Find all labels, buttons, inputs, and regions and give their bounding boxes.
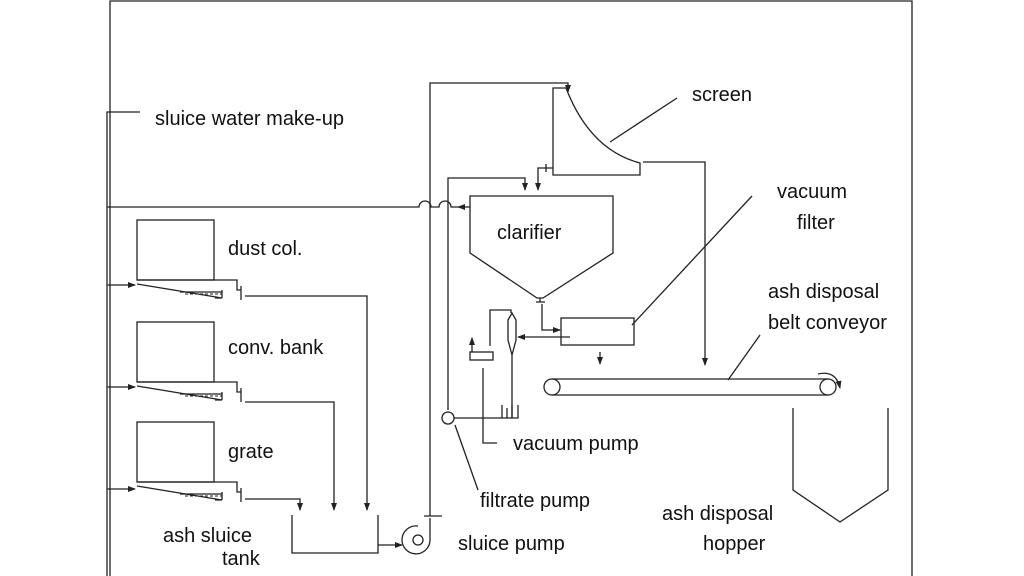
label-vacuum-filter-2: filter <box>797 212 835 234</box>
vacuum-system <box>454 309 519 444</box>
dust-collector <box>136 219 370 511</box>
label-hopper-2: hopper <box>703 533 766 555</box>
ash-sluice-tank <box>291 515 403 554</box>
label-clarifier: clarifier <box>497 222 562 244</box>
filtrate-pump <box>441 411 479 491</box>
convection-bank <box>136 321 337 511</box>
label-vacuum-filter: vacuum <box>777 181 847 203</box>
label-belt-2: belt conveyor <box>768 312 887 334</box>
label-makeup: sluice water make-up <box>155 108 344 130</box>
frame <box>109 0 913 576</box>
makeup-water-line <box>106 111 470 576</box>
label-dust-col: dust col. <box>228 238 302 260</box>
sluice-pump <box>401 82 571 555</box>
label-screen: screen <box>692 84 752 106</box>
label-sluice-pump: sluice pump <box>458 533 565 555</box>
label-tank-2: tank <box>222 548 261 570</box>
grate <box>136 421 303 511</box>
belt-conveyor <box>543 334 842 396</box>
ash-disposal-hopper <box>792 408 889 523</box>
label-filtrate-pump: filtrate pump <box>480 490 590 512</box>
boiler-units <box>136 219 370 511</box>
label-grate: grate <box>228 441 274 463</box>
label-hopper: ash disposal <box>662 503 773 525</box>
screen <box>538 87 708 366</box>
label-vacuum-pump: vacuum pump <box>513 433 639 455</box>
labels: sluice water make-up screen vacuum filte… <box>155 84 887 570</box>
label-tank: ash sluice <box>163 525 252 547</box>
clarifier <box>447 177 614 410</box>
label-conv-bank: conv. bank <box>228 337 324 359</box>
vacuum-filter <box>517 195 753 365</box>
label-belt: ash disposal <box>768 281 879 303</box>
